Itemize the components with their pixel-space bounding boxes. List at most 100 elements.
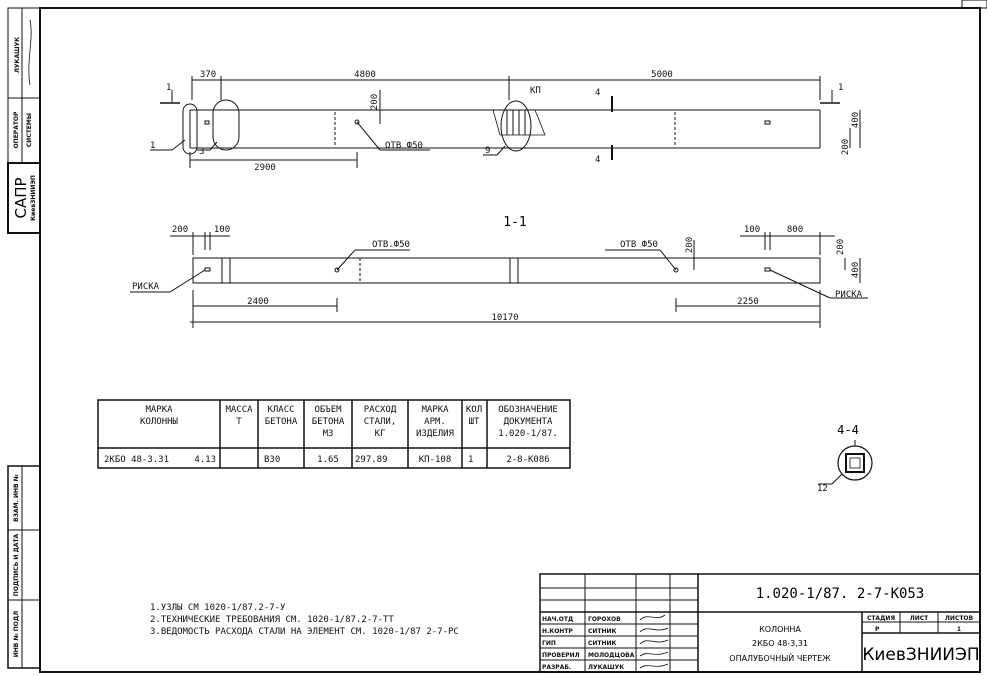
th-doc-2: ДОКУМЕНТА xyxy=(504,417,553,427)
dim-200-right: 200 xyxy=(841,139,851,155)
th-obem-2: БЕТОНА xyxy=(312,417,345,427)
th-arm-3: ИЗДЕЛИЯ xyxy=(416,429,454,439)
dim-2900: 2900 xyxy=(254,163,276,173)
name-3: СИТНИК xyxy=(588,640,617,647)
section-4-4-view xyxy=(818,440,873,485)
dim-400: 400 xyxy=(851,262,861,278)
side-operator2: СИСТЕМЫ xyxy=(26,113,33,147)
dim-400: 400 xyxy=(851,112,861,128)
role-5: РАЗРАБ. xyxy=(542,664,571,671)
corner-box xyxy=(961,0,987,9)
td-doc: 2-8-К086 xyxy=(506,455,549,465)
spec-table-headers: МАРКА КОЛОННЫ МАССА Т КЛАСС БЕТОНА ОБЪЕМ… xyxy=(140,405,558,439)
callout-9: 9 xyxy=(485,146,490,156)
dim-100: 100 xyxy=(214,225,230,235)
dim-4800: 4800 xyxy=(354,70,376,80)
th-obem-3: М3 xyxy=(323,429,334,439)
name-1: ГОРОХОВ xyxy=(588,616,621,623)
hole-right-label: ОТВ Ф50 xyxy=(620,240,658,250)
section-1-1-title: 1-1 xyxy=(503,215,526,230)
note-1: 1.УЗЛЫ СМ 1020-1/87.2-7-У xyxy=(150,603,286,613)
organization: КиевЗНИИЭП xyxy=(862,645,979,665)
th-kol-1: КОЛ xyxy=(466,405,482,415)
th-kol-2: ШТ xyxy=(469,417,480,427)
kp-label: КП xyxy=(530,86,541,96)
th-klass-2: БЕТОНА xyxy=(265,417,298,427)
spec-table xyxy=(97,399,571,469)
side-podpis: ПОДПИСЬ И ДАТА xyxy=(13,533,20,596)
td-obem: 1.65 xyxy=(317,455,339,465)
plan-view xyxy=(150,76,861,168)
role-4: ПРОВЕРИЛ xyxy=(542,652,580,659)
th-marka-1: МАРКА xyxy=(145,405,173,415)
name-5: ЛУКАШУК xyxy=(588,664,624,671)
side-vzam: ВЗАМ. ИНВ № xyxy=(13,473,20,522)
riska-right: РИСКА xyxy=(835,290,863,300)
section-mark-right: 1 xyxy=(838,83,843,93)
side-sapr: САПР xyxy=(12,177,30,218)
section-4-top: 4 xyxy=(595,88,600,98)
side-strip xyxy=(7,7,41,669)
dim-5000: 5000 xyxy=(651,70,673,80)
th-arm-1: МАРКА xyxy=(421,405,449,415)
side-operator: ОПЕРАТОР xyxy=(13,111,20,148)
role-1: НАЧ.ОТД xyxy=(542,616,573,623)
td-marka: 2КБО 48-3.31 xyxy=(104,455,169,465)
th-rashod-1: РАСХОД xyxy=(364,405,397,415)
dim-800: 800 xyxy=(787,225,803,235)
title-block xyxy=(539,573,981,673)
dim-100-right: 100 xyxy=(744,225,760,235)
th-rashod-2: СТАЛИ, xyxy=(364,417,397,427)
dim-2400: 2400 xyxy=(247,297,269,307)
title-roles: НАЧ.ОТД ГОРОХОВ Н.КОНТР СИТНИК ГИП СИТНИ… xyxy=(542,616,635,671)
side-author: ЛУКАШУК xyxy=(14,37,21,73)
th-massa-1: МАССА xyxy=(225,405,253,415)
dim-200-vertical: 200 xyxy=(685,237,695,253)
th-rashod-3: КГ xyxy=(375,429,386,439)
td-klass: В30 xyxy=(264,455,280,465)
hole-label: ОТВ Ф50 xyxy=(385,141,423,151)
td-massa: 4.13 xyxy=(194,455,216,465)
th-klass-1: КЛАСС xyxy=(267,405,294,415)
side-institute: КиевЗНИИЭП xyxy=(30,175,37,221)
side-signature xyxy=(28,19,32,86)
th-arm-2: АРМ. xyxy=(424,417,446,427)
stage-value: Р xyxy=(875,626,880,633)
dim-370: 370 xyxy=(200,70,216,80)
sheets-label: ЛИСТОВ xyxy=(945,615,974,622)
callout-1: 1 xyxy=(150,141,155,151)
title-designation: 1.020-1/87. 2-7-К053 xyxy=(756,586,925,602)
title-name-3: ОПАЛУБОЧНЫЙ ЧЕРТЕЖ xyxy=(729,652,831,663)
name-2: СИТНИК xyxy=(588,628,617,635)
th-obem-1: ОБЪЕМ xyxy=(314,405,342,415)
stage-label: СТАДИЯ xyxy=(867,615,896,622)
side-inv: ИНВ № ПОДЛ xyxy=(13,611,20,657)
name-4: МОЛОДЦОВА xyxy=(588,652,635,659)
td-rashod: 297.89 xyxy=(355,455,388,465)
th-doc-1: ОБОЗНАЧЕНИЕ xyxy=(498,405,558,415)
sheet-label: ЛИСТ xyxy=(910,615,929,622)
th-massa-2: Т xyxy=(236,417,242,427)
sheets-value: 1 xyxy=(957,626,961,633)
section-1-1-view xyxy=(130,232,868,328)
sheet-frame xyxy=(39,7,981,673)
signatures xyxy=(639,614,669,669)
section-4-bottom: 4 xyxy=(595,155,600,165)
dim-200: 200 xyxy=(370,94,380,110)
callout-12: 12 xyxy=(817,484,828,494)
section-4-4-title: 4-4 xyxy=(837,423,859,437)
riska-left: РИСКА xyxy=(132,282,160,292)
dim-200: 200 xyxy=(172,225,188,235)
dim-200-vertical-right: 200 xyxy=(836,239,846,255)
callout-3: 3 xyxy=(199,147,204,157)
th-marka-2: КОЛОННЫ xyxy=(140,417,178,427)
spec-table-row: 2КБО 48-3.31 4.13 В30 1.65 297.89 КП-108… xyxy=(104,455,550,465)
role-2: Н.КОНТР xyxy=(542,628,573,635)
dim-10170: 10170 xyxy=(491,313,518,323)
section-mark-left: 1 xyxy=(166,83,171,93)
td-kol: 1 xyxy=(468,455,473,465)
note-2: 2.ТЕХНИЧЕСКИЕ ТРЕБОВАНИЯ СМ. 1020-1/87.2… xyxy=(150,615,394,625)
note-3: 3.ВЕДОМОСТЬ РАСХОДА СТАЛИ НА ЭЛЕМЕНТ СМ.… xyxy=(150,627,459,637)
role-3: ГИП xyxy=(542,640,556,647)
